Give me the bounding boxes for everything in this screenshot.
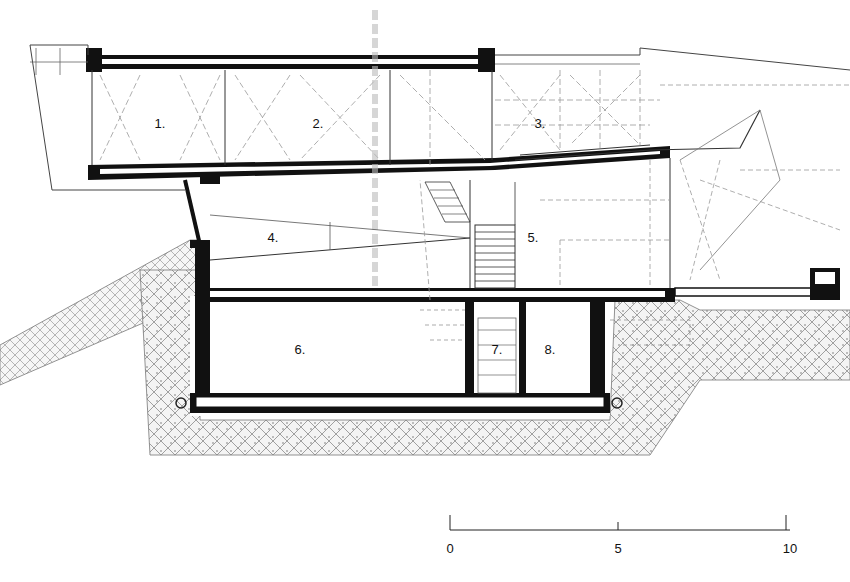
room-number: 3. xyxy=(535,117,546,130)
scale-value: 5 xyxy=(614,542,621,555)
room-number: 4. xyxy=(268,231,279,244)
scale-value: 0 xyxy=(446,542,453,555)
room-number: 6. xyxy=(295,343,306,356)
room-number: 1. xyxy=(155,117,166,130)
scale-value: 10 xyxy=(783,542,797,555)
room-number: 2. xyxy=(313,117,324,130)
room-number: 7. xyxy=(492,343,503,356)
room-number: 8. xyxy=(545,343,556,356)
room-number: 5. xyxy=(528,231,539,244)
